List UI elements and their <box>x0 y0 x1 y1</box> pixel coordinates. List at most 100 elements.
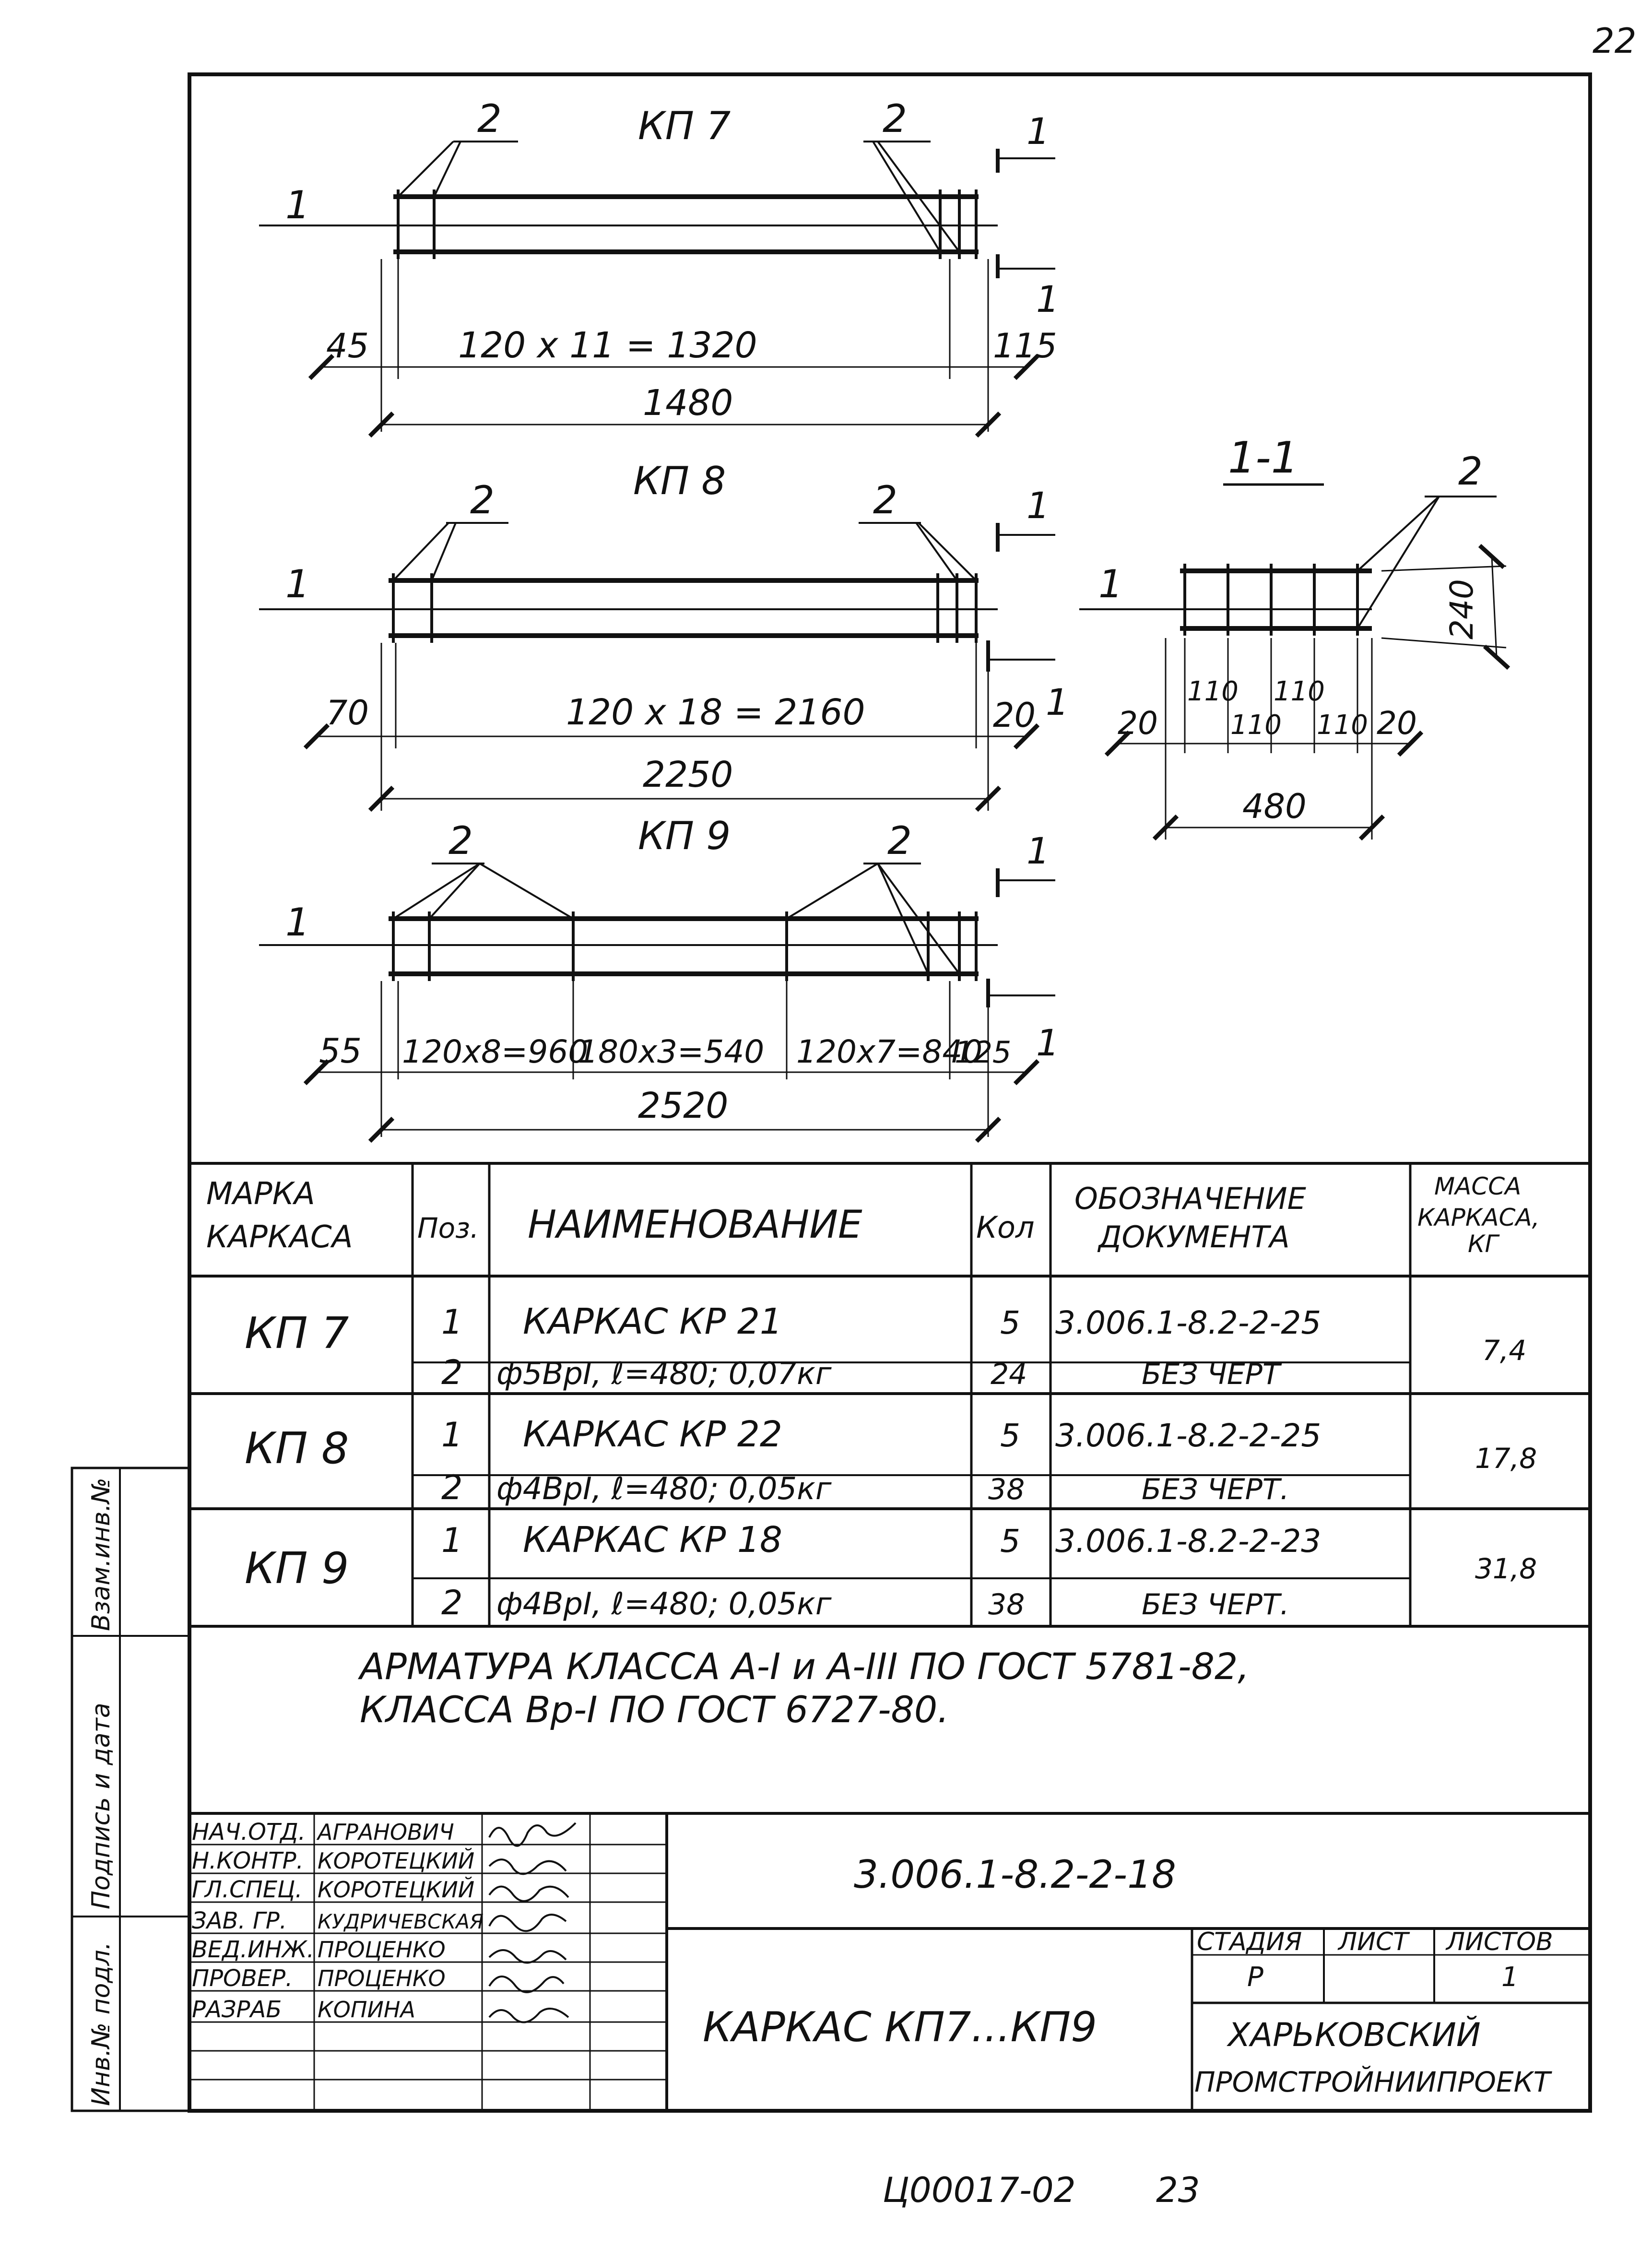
kp9-dim-c: 120х7=840 <box>796 1033 982 1070</box>
sheets-value: 1 <box>1501 1962 1519 1993</box>
row-kp7-mass: 7,4 <box>1482 1334 1526 1367</box>
section-d5: 110 <box>1317 710 1368 741</box>
row-kp7-name2: ф5ВрI, ℓ=480; 0,07кг <box>496 1356 832 1392</box>
row-kp9-doc2: БЕЗ ЧЕРТ. <box>1142 1588 1289 1621</box>
section-1-1-drawing: 1-1 1 2 240 20 1 <box>1079 433 1510 841</box>
kp7-drawing: КП 7 1 2 2 1 1 45 120 <box>259 96 1059 438</box>
section-height: 240 <box>1443 579 1480 639</box>
kp7-dim-left: 45 <box>326 326 369 366</box>
kp9-dim-total: 2520 <box>638 1085 728 1126</box>
org-line-1: ХАРЬКОВСКИЙ <box>1227 2016 1481 2054</box>
row-kp8-qty1: 5 <box>1000 1417 1020 1454</box>
signatures <box>488 1822 577 2023</box>
kp9-dim-b: 180х3=540 <box>578 1033 764 1070</box>
row-kp9-qty2: 38 <box>988 1588 1025 1621</box>
kp9-pos2-right: 2 <box>887 818 912 863</box>
role-2: ГЛ.СПЕЦ. <box>192 1876 303 1903</box>
row-kp9-pos2: 2 <box>441 1583 463 1622</box>
section-d2: 110 <box>1187 676 1239 707</box>
row-kp7-pos1: 1 <box>441 1302 463 1342</box>
spec-table: МАРКА КАРКАСА Поз. НАИМЕНОВАНИЕ Кол ОБОЗ… <box>189 1162 1590 1628</box>
row-kp7-pos2: 2 <box>441 1353 463 1392</box>
header-doc: ОБОЗНАЧЕНИЕ ДОКУМЕНТА <box>1074 1181 1316 1254</box>
row-kp9-name1: КАРКАС КР 18 <box>523 1519 782 1561</box>
kp8-pos2-right: 2 <box>873 478 897 522</box>
name-4: ПРОЦЕНКО <box>318 1937 446 1963</box>
section-d4: 110 <box>1274 676 1325 707</box>
row-kp9-doc1: 3.006.1-8.2-2-23 <box>1055 1523 1321 1560</box>
name-5: ПРОЦЕНКО <box>318 1965 446 1991</box>
kp7-dim-mid: 120 х 11 = 1320 <box>458 325 757 366</box>
section-d1: 20 <box>1118 705 1158 742</box>
kp7-section-top: 1 <box>1027 110 1050 153</box>
row-kp8-doc1: 3.006.1-8.2-2-25 <box>1055 1417 1321 1454</box>
kp7-section-bottom: 1 <box>1036 278 1059 320</box>
row-kp7-doc2: БЕЗ ЧЕРТ <box>1142 1358 1282 1391</box>
stage-value: Р <box>1247 1962 1263 1993</box>
kp9-pos2-left: 2 <box>448 818 473 863</box>
section-d3: 110 <box>1230 710 1282 741</box>
kp7-dim-total: 1480 <box>643 382 733 424</box>
row-kp8-mass: 17,8 <box>1475 1442 1537 1475</box>
row-kp7-name1: КАРКАС КР 21 <box>523 1301 782 1342</box>
bottom-code: Ц00017-02 <box>883 2170 1076 2210</box>
section-total: 480 <box>1242 787 1307 826</box>
kp9-dim-left: 55 <box>319 1031 362 1071</box>
kp9-title: КП 9 <box>638 814 731 858</box>
row-kp8-qty2: 38 <box>988 1473 1025 1506</box>
note-line-2: КЛАССА Вр-I ПО ГОСТ 6727-80. <box>360 1688 949 1731</box>
name-1: КОРОТЕЦКИЙ <box>318 1848 474 1874</box>
name-0: АГРАНОВИЧ <box>316 1819 454 1845</box>
section-pos1: 1 <box>1098 562 1123 606</box>
row-kp8-pos1: 1 <box>441 1415 463 1455</box>
kp7-title: КП 7 <box>638 104 731 148</box>
designation: 3.006.1-8.2-2-18 <box>854 1852 1176 1897</box>
kp9-section-bottom: 1 <box>1036 1021 1059 1064</box>
row-kp9-mass: 31,8 <box>1475 1552 1537 1585</box>
row-kp8-name1: КАРКАС КР 22 <box>523 1414 782 1455</box>
kp8-dim-total: 2250 <box>643 754 733 795</box>
name-2: КОРОТЕЦКИЙ <box>318 1877 474 1903</box>
role-4: ВЕД.ИНЖ. <box>192 1936 314 1963</box>
bottom-page: 23 <box>1156 2170 1200 2210</box>
kp8-section-top: 1 <box>1027 484 1050 527</box>
org-line-2: ПРОМСТРОЙНИИПРОЕКТ <box>1194 2065 1553 2098</box>
section-title: 1-1 <box>1228 433 1298 483</box>
kp8-dim-left: 70 <box>326 693 369 733</box>
kp7-pos2-right: 2 <box>883 96 907 141</box>
row-kp9-mark: КП 9 <box>245 1543 349 1594</box>
sheet-label: ЛИСТ <box>1337 1928 1410 1956</box>
kp7-dim-right: 115 <box>993 326 1057 366</box>
kp9-section-top: 1 <box>1027 829 1050 872</box>
side-label-3: Инв.№ подл. <box>87 1942 116 2106</box>
header-qty: Кол <box>976 1210 1035 1245</box>
row-kp7-qty1: 5 <box>1000 1304 1020 1341</box>
note-line-1: АРМАТУРА КЛАССА А-I и А-III ПО ГОСТ 5781… <box>357 1645 1249 1688</box>
row-kp7-mark: КП 7 <box>245 1308 349 1359</box>
side-label-1: Взам.инв.№ <box>87 1478 116 1631</box>
drawing-name: КАРКАС КП7...КП9 <box>703 2003 1097 2051</box>
kp8-dim-mid: 120 х 18 = 2160 <box>566 692 865 733</box>
side-stamp: Взам.инв.№ Подпись и дата Инв.№ подл. <box>71 1467 191 2112</box>
row-kp8-mark: КП 8 <box>245 1423 349 1474</box>
row-kp7-doc1: 3.006.1-8.2-2-25 <box>1055 1304 1321 1341</box>
kp8-title: КП 8 <box>633 459 726 503</box>
kp9-dim-right: 125 <box>955 1035 1011 1070</box>
name-3: КУДРИЧЕВСКАЯ <box>318 1910 484 1933</box>
section-pos2: 2 <box>1458 449 1483 494</box>
role-0: НАЧ.ОТД. <box>192 1819 306 1846</box>
header-mark: МАРКА КАРКАСА <box>206 1176 353 1255</box>
role-6: РАЗРАБ <box>192 1996 282 2023</box>
row-kp9-name2: ф4ВрI, ℓ=480; 0,05кг <box>496 1586 832 1622</box>
role-5: ПРОВЕР. <box>192 1965 293 1992</box>
header-name: НАИМЕНОВАНИЕ <box>528 1202 862 1247</box>
kp7-pos1: 1 <box>285 183 310 227</box>
kp7-pos2-left: 2 <box>477 96 502 141</box>
kp8-pos1: 1 <box>285 562 310 606</box>
title-block: НАЧ.ОТД. Н.КОНТР. ГЛ.СПЕЦ. ЗАВ. ГР. ВЕД.… <box>189 1812 1590 2111</box>
row-kp9-qty1: 5 <box>1000 1523 1020 1560</box>
side-label-2: Подпись и дата <box>87 1703 116 1909</box>
sheet-number: 22 <box>1593 21 1637 61</box>
row-kp9-pos1: 1 <box>441 1521 463 1560</box>
